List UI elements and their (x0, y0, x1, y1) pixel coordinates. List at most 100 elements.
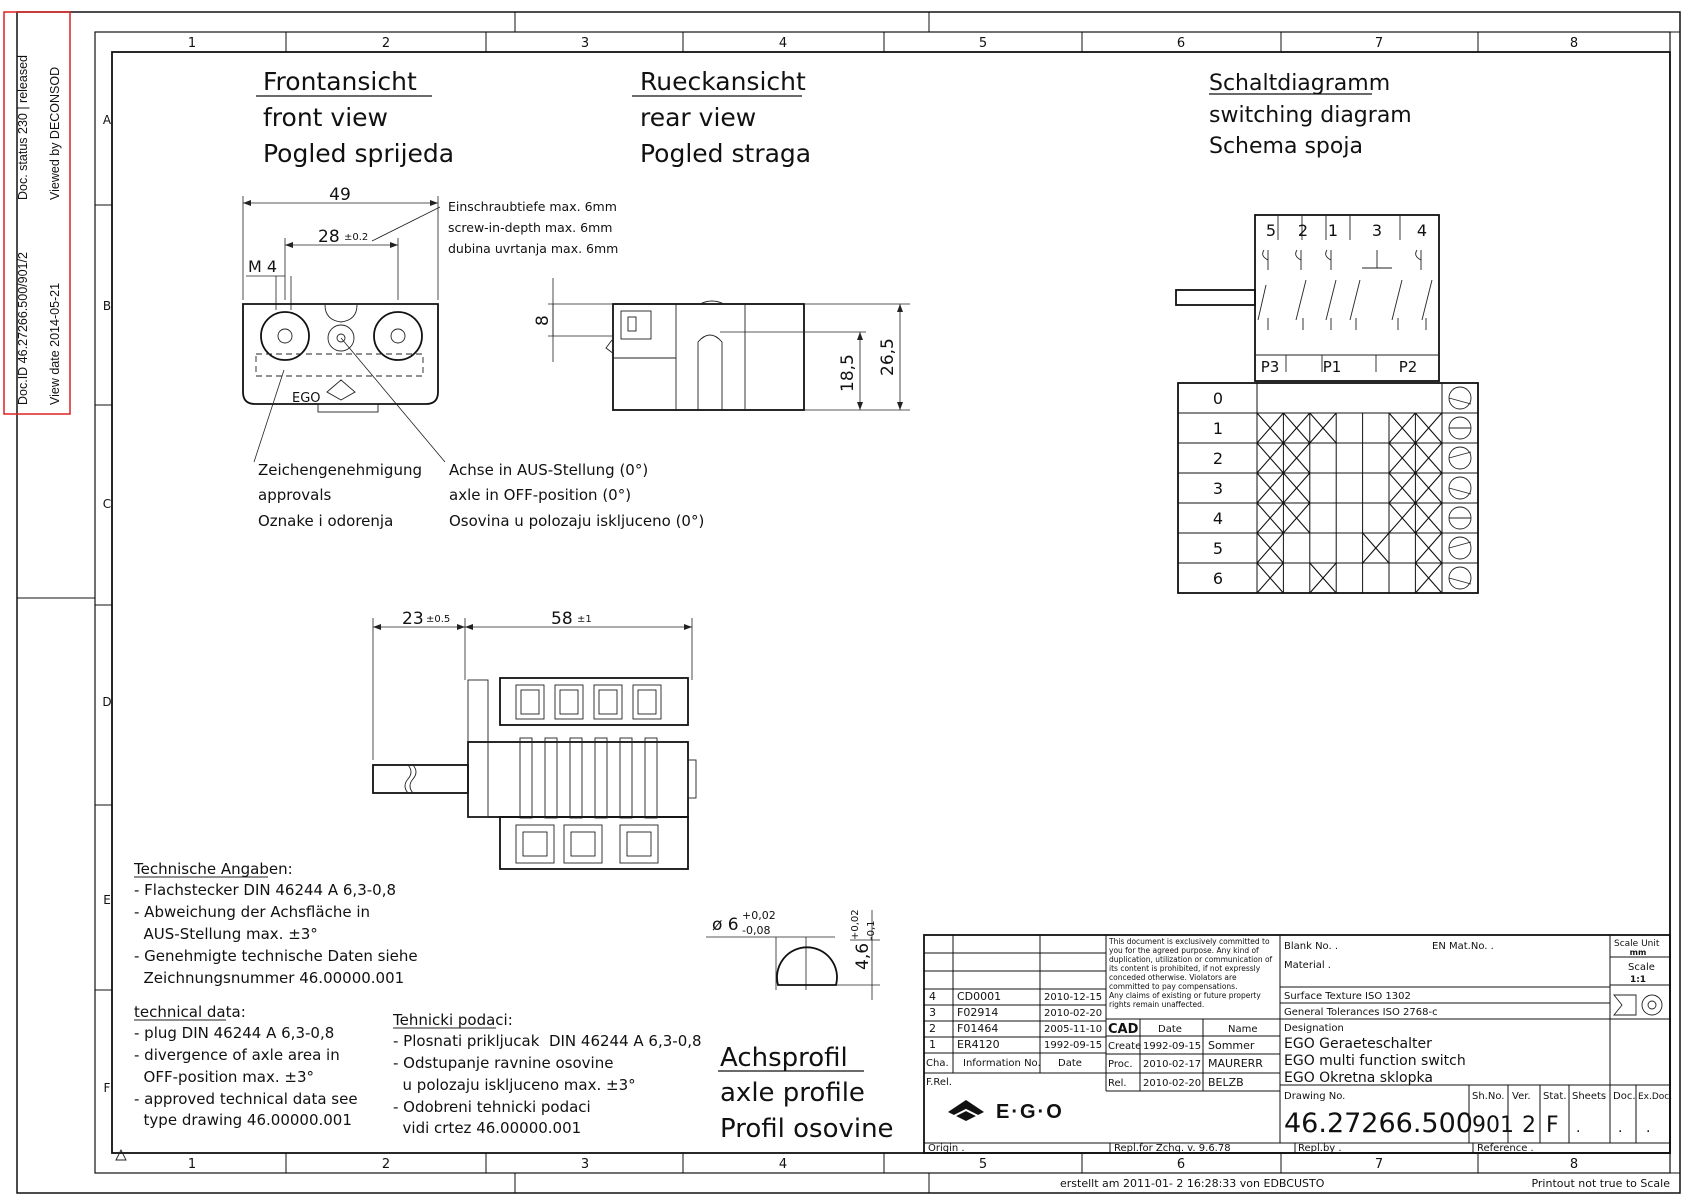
tech-en-heading: technical data: (134, 1003, 246, 1021)
axle-off-de: Achse in AUS-Stellung (0°) (449, 461, 648, 479)
rev-date: 2010-12-15 (1044, 992, 1102, 1003)
col-label: 2 (382, 1157, 390, 1172)
dim-18-5: 18,5 (838, 354, 858, 392)
drawing-area (111, 51, 1671, 1154)
group-label: P2 (1399, 358, 1418, 376)
notice-line: rights remain unaffected. (1109, 1000, 1204, 1009)
position-knob-icon (1448, 386, 1472, 410)
designation-label: Designation (1284, 1023, 1344, 1034)
contact-closed-mark (1256, 472, 1284, 504)
rear-view: Rueckansicht rear view Pogled straga 8 1… (533, 67, 910, 411)
rev-no: 4 (929, 990, 936, 1003)
dim-26-5: 26,5 (878, 338, 898, 376)
proc-date: 2010-02-17 (1143, 1059, 1201, 1070)
contact-closed-mark (1309, 412, 1337, 444)
technical-data: Technische Angaben: - Flachstecker DIN 4… (133, 860, 702, 1137)
blank-no: Blank No. . (1284, 941, 1338, 952)
ego-logo-text: E·G·O (996, 1101, 1064, 1123)
rear-view-title-de: Rueckansicht (640, 67, 806, 96)
stat: F (1546, 1113, 1559, 1138)
front-view-title-hr: Pogled sprijeda (263, 139, 454, 168)
triangle-marker-icon (115, 1148, 127, 1161)
origin: Origin . (928, 1143, 965, 1154)
tech-hr-line: - Odstupanje ravnine osovine (393, 1054, 613, 1072)
col-label: 3 (581, 1157, 589, 1172)
rev-head-info: Information No. (963, 1058, 1041, 1069)
dim-58: 58 (551, 609, 573, 629)
tech-hr-line: u polozaju iskljuceno max. ±3° (393, 1076, 636, 1094)
exdoc-label: Ex.Doc. (1638, 1092, 1672, 1102)
cad-date-head: Date (1158, 1024, 1182, 1035)
rev-frel: F.Rel. (926, 1077, 952, 1088)
row-label: E (103, 893, 111, 907)
rel-name: BELZB (1208, 1076, 1244, 1089)
axle-title-de: Achsprofil (720, 1043, 848, 1073)
front-view: Frontansicht front view Pogled sprijeda … (242, 67, 704, 530)
position-label: 5 (1213, 539, 1223, 558)
dim-23: 23 (402, 609, 424, 629)
front-view-logo: EGO (292, 391, 321, 406)
dim-m4: M 4 (248, 257, 277, 276)
contact-closed-mark (1256, 502, 1284, 534)
terminal-label: 3 (1372, 221, 1382, 240)
col-label: 7 (1375, 36, 1383, 51)
axle-dia-tol-dn: -0,08 (742, 924, 770, 937)
col-label: 1 (188, 36, 196, 51)
col-label: 8 (1570, 36, 1578, 51)
notice-line: This document is exclusively committed t… (1108, 937, 1270, 946)
contact-closed-mark (1282, 412, 1311, 444)
group-label: P1 (1323, 358, 1342, 376)
rev-no: 1 (929, 1038, 936, 1051)
position-knob-icon (1448, 566, 1472, 590)
col-label: 7 (1375, 1157, 1383, 1172)
front-view-title-de: Frontansicht (263, 67, 417, 96)
rel-label: Rel. (1108, 1078, 1127, 1089)
rear-view-title-hr: Pogled straga (640, 139, 811, 168)
tech-en-line: - approved technical data see (134, 1090, 358, 1108)
general-tolerances: General Tolerances ISO 2768-c (1284, 1007, 1438, 1018)
approvals-en: approvals (258, 486, 331, 504)
cad-name-head: Name (1228, 1024, 1258, 1035)
row-label: D (102, 695, 111, 709)
footer-printout: Printout not true to Scale (1531, 1177, 1670, 1190)
rev-info: F02914 (957, 1006, 998, 1019)
scale-unit-value: mm (1630, 948, 1647, 957)
scale-value: 1:1 (1630, 975, 1646, 985)
switching-title-en: switching diagram (1209, 103, 1412, 128)
notice-line: Any claims of existing or future propert… (1109, 991, 1261, 1000)
footer-created: erstellt am 2011-01- 2 16:28:33 von EDBC… (1060, 1177, 1325, 1190)
position-label: 2 (1213, 449, 1223, 468)
axle-off-hr: Osovina u polozaju iskljuceno (0°) (449, 512, 704, 530)
tech-hr-line: vidi crtez 46.00000.001 (393, 1119, 581, 1137)
contact-closed-mark (1414, 442, 1443, 474)
position-knob-icon (1448, 536, 1472, 560)
rev-no: 3 (929, 1006, 936, 1019)
material: Material . (1284, 960, 1331, 971)
tech-de-line: Zeichnungsnummer 46.00000.001 (134, 969, 404, 987)
position-label: 0 (1213, 389, 1223, 408)
side-stamp-viewed-by: Viewed by DECONSOD (48, 67, 62, 200)
dim-23-tol: ±0.5 (426, 614, 450, 625)
tech-de-line: AUS-Stellung max. ±3° (134, 925, 318, 943)
drawing-no-label: Drawing No. (1284, 1091, 1345, 1102)
axle-h-tol-dn: -0,1 (866, 920, 877, 940)
tech-en-line: OFF-position max. ±3° (134, 1068, 314, 1086)
screw-depth-hr: dubina uvrtanja max. 6mm (448, 241, 618, 256)
dim-58-tol: ±1 (577, 614, 592, 625)
dim-28-tol: ±0.2 (344, 232, 368, 243)
position-label: 4 (1213, 509, 1223, 528)
switching-title-de: Schaltdiagramm (1209, 71, 1390, 96)
tech-en-line: - divergence of axle area in (134, 1046, 340, 1064)
axle-dia-tol-up: +0,02 (742, 909, 776, 922)
contact-closed-mark (1256, 412, 1284, 444)
axle-profile: ø 6 +0,02 -0,08 4,6 +0,02 -0,1 Achsprofi… (706, 909, 894, 1144)
contact-closed-mark (1282, 472, 1311, 504)
exdoc: . (1646, 1120, 1650, 1136)
stat-label: Stat. (1543, 1091, 1567, 1102)
approvals-hr: Oznake i odorenja (258, 512, 393, 530)
approvals-de: Zeichengenehmigung (258, 461, 422, 479)
notice-line: conceded otherwise. Violators are (1109, 973, 1237, 982)
rev-date: 2010-02-20 (1044, 1008, 1102, 1019)
contact-closed-mark (1256, 532, 1284, 564)
scale-unit-label: Scale Unit (1614, 939, 1660, 949)
